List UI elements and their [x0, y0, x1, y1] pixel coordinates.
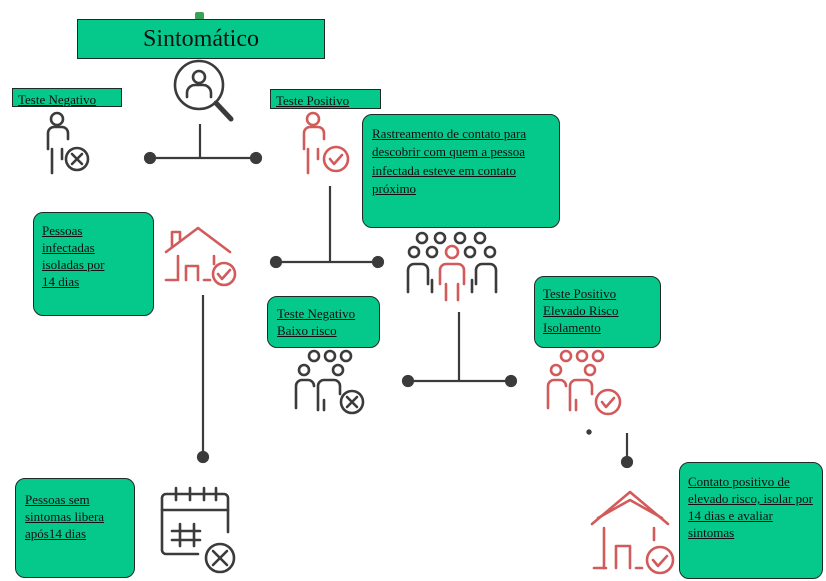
- home-check-small-icon: [590, 490, 675, 575]
- person-negative-icon: [46, 111, 90, 175]
- top-marker: [195, 12, 204, 20]
- calendar-negative-icon: [160, 486, 236, 574]
- teste-negativo-baixo-box: Teste Negativo Baixo risco: [267, 296, 380, 348]
- contato-positivo-box: Contato positivo de elevado risco, isola…: [679, 462, 823, 579]
- teste-positivo-box: Teste Positivo: [270, 89, 381, 109]
- teste-negativo-baixo-label: Teste Negativo Baixo risco: [277, 306, 356, 339]
- group-negative-icon: [294, 349, 365, 415]
- pessoas-infectadas-box: Pessoas infectadas isoladas por 14 dias: [33, 212, 154, 316]
- group-icon: [406, 231, 498, 302]
- group-positive-icon: [546, 349, 622, 416]
- page-title: Sintomático: [143, 26, 259, 52]
- pessoas-infectadas-label: Pessoas infectadas isoladas por 14 dias: [42, 223, 105, 290]
- teste-negativo-box: Teste Negativo: [12, 88, 122, 107]
- rastreamento-label: Rastreamento de contato para descobrir c…: [372, 126, 527, 197]
- person-positive-icon: [302, 111, 350, 175]
- teste-positivo-elevado-box: Teste Positivo Elevado Risco Isolamento: [534, 276, 661, 348]
- pessoas-sem-sintomas-box: Pessoas sem sintomas libera após14 dias: [15, 478, 135, 578]
- teste-positivo-elevado-label: Teste Positivo Elevado Risco Isolamento: [543, 286, 619, 336]
- rastreamento-box: Rastreamento de contato para descobrir c…: [362, 114, 560, 228]
- contato-positivo-label: Contato positivo de elevado risco, isola…: [688, 474, 813, 541]
- title-box: Sintomático: [77, 19, 325, 59]
- pessoas-sem-sintomas-label: Pessoas sem sintomas libera após14 dias: [25, 492, 105, 542]
- home-check-icon: [164, 226, 237, 287]
- search-person-icon: [173, 59, 234, 122]
- teste-positivo-label: Teste Positivo: [276, 93, 350, 108]
- teste-negativo-label: Teste Negativo: [18, 92, 97, 107]
